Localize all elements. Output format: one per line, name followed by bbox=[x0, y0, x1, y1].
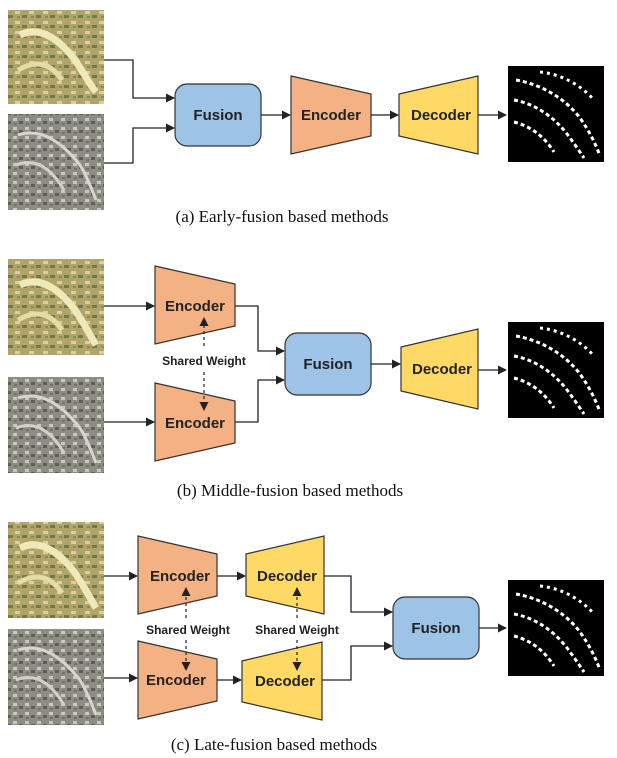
encoder-label-b-top: Encoder bbox=[165, 298, 225, 315]
arrow-b-encoder-top-to-fusion bbox=[235, 305, 285, 356]
decoder-block-c-bottom bbox=[241, 641, 323, 721]
fusion-label-a: Fusion bbox=[193, 107, 242, 124]
caption-b: (b) Middle-fusion based methods bbox=[177, 481, 403, 500]
panel-b: Encoder Encoder Shared Weight Fusion Dec… bbox=[8, 259, 604, 500]
encoder-label-a: Encoder bbox=[301, 107, 361, 124]
aerial-image-b-top bbox=[8, 259, 104, 355]
output-mask-a bbox=[508, 66, 604, 162]
decoder-label-c-top: Decoder bbox=[257, 568, 317, 585]
aerial-image-b-bottom bbox=[8, 377, 104, 473]
decoder-block-c-top bbox=[245, 535, 325, 615]
encoder-block-c-bottom bbox=[137, 640, 218, 720]
arrow-a-bottom-to-fusion bbox=[104, 123, 175, 164]
caption-a: (a) Early-fusion based methods bbox=[176, 207, 389, 226]
encoder-label-c-bottom: Encoder bbox=[146, 672, 206, 689]
fusion-label-b: Fusion bbox=[303, 356, 352, 373]
encoder-label-c-top: Encoder bbox=[150, 568, 210, 585]
decoder-block-b bbox=[400, 328, 479, 410]
encoder-block-a bbox=[290, 75, 372, 155]
aerial-image-c-top bbox=[8, 522, 104, 618]
decoder-label-c-bottom: Decoder bbox=[255, 673, 315, 690]
encoder-block-c-top bbox=[137, 535, 218, 615]
aerial-image-a-top bbox=[8, 10, 104, 104]
output-mask-b bbox=[508, 322, 604, 418]
aerial-image-a-bottom bbox=[8, 114, 104, 210]
arrow-c-decoder-bottom-to-fusion bbox=[322, 641, 393, 681]
decoder-block-a bbox=[398, 75, 479, 155]
decoder-label-b: Decoder bbox=[412, 361, 472, 378]
output-mask-c bbox=[508, 580, 604, 676]
shared-weight-label-b: Shared Weight bbox=[162, 354, 246, 368]
encoder-label-b-bottom: Encoder bbox=[165, 415, 225, 432]
shared-weight-label-c-right: Shared Weight bbox=[255, 623, 339, 637]
fusion-label-c: Fusion bbox=[411, 620, 460, 637]
arrow-c-decoder-top-to-fusion bbox=[324, 575, 393, 617]
decoder-label-a: Decoder bbox=[411, 107, 471, 124]
aerial-image-c-bottom bbox=[8, 629, 104, 725]
arrow-b-encoder-bottom-to-fusion bbox=[235, 375, 285, 423]
panel-c: Encoder Encoder Decoder Decoder Shared W… bbox=[8, 522, 604, 754]
encoder-block-b-top bbox=[154, 265, 236, 345]
shared-weight-label-c-left: Shared Weight bbox=[146, 623, 230, 637]
caption-c: (c) Late-fusion based methods bbox=[171, 735, 377, 754]
arrow-a-top-to-fusion bbox=[104, 59, 175, 103]
panel-a: Fusion Encoder Decoder (a) Early-fusion … bbox=[8, 10, 604, 226]
encoder-block-b-bottom bbox=[154, 382, 236, 462]
